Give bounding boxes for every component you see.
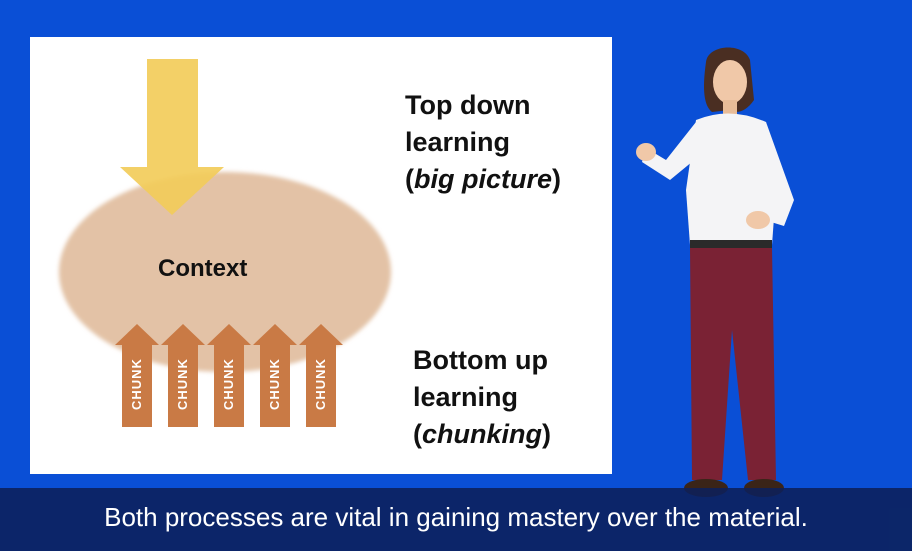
chunk-label: CHUNK xyxy=(267,358,282,410)
chunk-label: CHUNK xyxy=(175,358,190,410)
presenter-trousers xyxy=(690,248,776,480)
presenter-hand-left xyxy=(636,143,656,161)
bottom-up-line3: (chunking) xyxy=(413,416,551,453)
presenter-neck xyxy=(723,100,737,114)
lecture-slide: Context CHUNK CHUNK CHUNK CHUNK CHUNK Top do… xyxy=(30,37,612,474)
presenter-belt xyxy=(690,240,772,250)
bottom-up-emphasis: chunking xyxy=(422,419,542,449)
top-down-line2: learning xyxy=(405,127,511,157)
caption-bar: Both processes are vital in gaining mast… xyxy=(0,488,912,551)
top-down-line3: (big picture) xyxy=(405,161,561,198)
presenter-face xyxy=(713,60,747,104)
context-ellipse xyxy=(59,172,391,372)
paren-close: ) xyxy=(552,164,562,194)
top-down-line1: Top down xyxy=(405,90,531,120)
presenter-arm-left xyxy=(642,122,704,180)
top-down-arrow xyxy=(120,59,224,215)
chunk-arrow xyxy=(253,324,297,427)
bottom-up-line1: Bottom up xyxy=(413,345,548,375)
presenter-arm-right xyxy=(758,122,794,226)
chunk-arrows xyxy=(115,324,343,427)
paren-open: ( xyxy=(405,164,414,194)
bottom-up-text: Bottom up learning (chunking) xyxy=(413,342,551,453)
top-down-text: Top down learning (big picture) xyxy=(405,87,561,198)
chunk-arrow xyxy=(115,324,159,427)
top-down-emphasis: big picture xyxy=(414,164,553,194)
chunk-label: CHUNK xyxy=(129,358,144,410)
paren-open: ( xyxy=(413,419,422,449)
chunk-arrow xyxy=(161,324,205,427)
chunk-arrow xyxy=(299,324,343,427)
presenter-figure xyxy=(636,47,794,497)
paren-close: ) xyxy=(542,419,551,449)
presenter-hand-right xyxy=(746,211,770,229)
chunk-label: CHUNK xyxy=(313,358,328,410)
slide-diagram xyxy=(59,59,391,427)
bottom-up-line2: learning xyxy=(413,382,519,412)
caption-text: Both processes are vital in gaining mast… xyxy=(104,502,808,532)
chunk-label: CHUNK xyxy=(221,358,236,410)
context-label: Context xyxy=(158,255,248,282)
chunk-arrow xyxy=(207,324,251,427)
